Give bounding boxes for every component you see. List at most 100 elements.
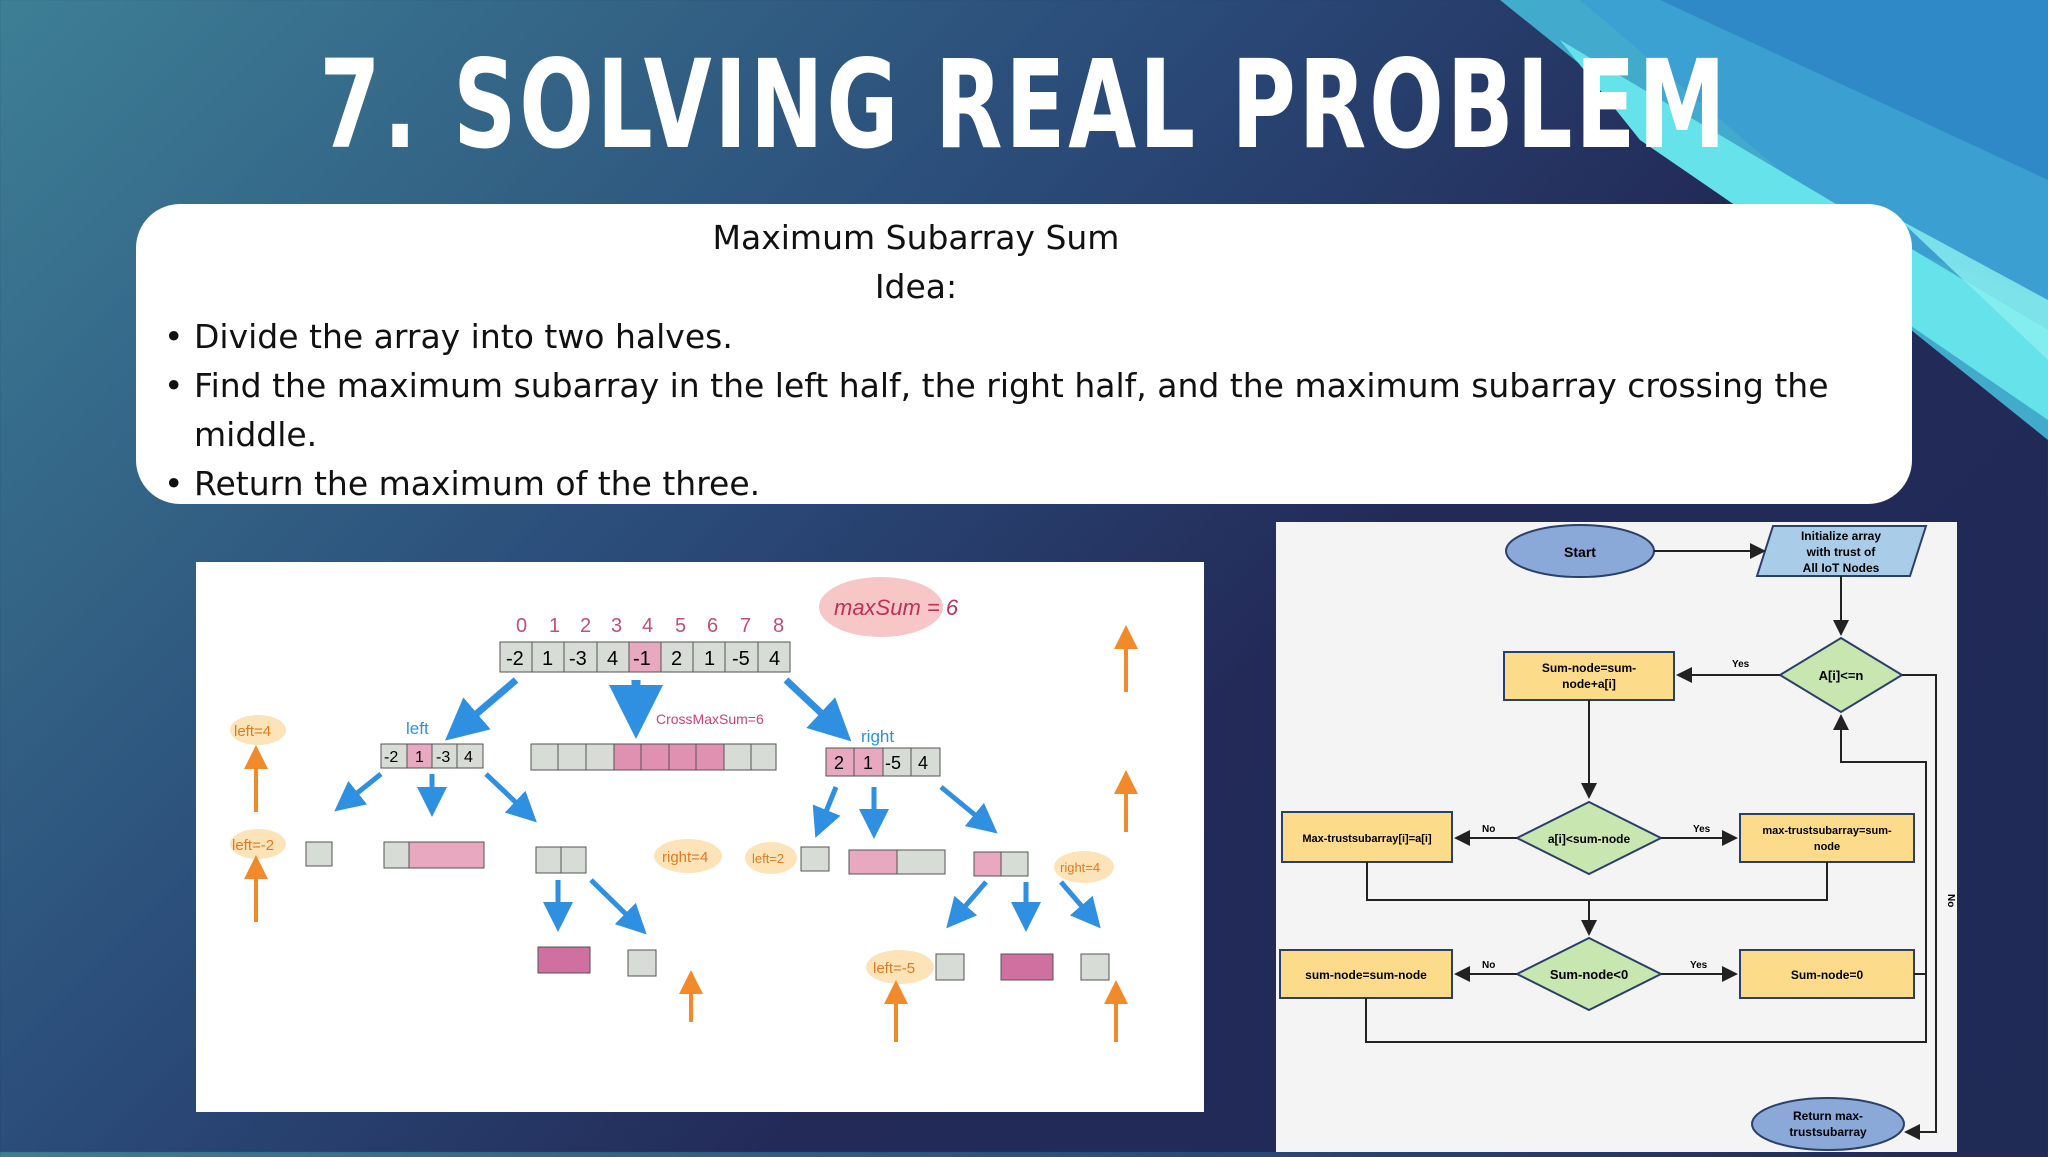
return-label: Return max-: [1793, 1109, 1863, 1123]
max-sum-bubble: [819, 577, 943, 637]
init-label: with trust of: [1806, 545, 1877, 559]
sum-update-node: [1503, 651, 1675, 701]
array-cell: -5: [885, 753, 901, 773]
bullet-text: Return the maximum of the three.: [194, 464, 761, 503]
card-heading: Maximum Subarray Sum: [712, 218, 1120, 257]
bullet-3: • Return the maximum of the three.: [164, 459, 1834, 508]
annotation-bubble: [1054, 851, 1114, 883]
bullet-1: • Divide the array into two halves.: [164, 312, 1834, 361]
max-sum-label: maxSum = 6: [834, 595, 959, 620]
bullet-dot: •: [164, 366, 184, 405]
no-label: No: [1482, 960, 1495, 971]
reset-left-node: [1279, 949, 1453, 999]
start-label: Start: [1564, 544, 1596, 560]
max-left-label: Max-trustsubarray[i]=a[i]: [1302, 833, 1432, 845]
bullet-dot: •: [164, 317, 184, 356]
connector: [1366, 862, 1828, 901]
compare-condition-label: a[i]<sum-node: [1548, 832, 1631, 846]
annotation-bubble: [654, 839, 722, 873]
annotation-right: right=4: [662, 849, 708, 866]
array-cell: -3: [569, 648, 587, 670]
reset-right-label: Sum-node=0: [1791, 968, 1864, 982]
sum-update-label: Sum-node=sum-: [1542, 661, 1636, 675]
yes-label: Yes: [1690, 960, 1708, 971]
init-label: All IoT Nodes: [1803, 561, 1880, 575]
index-label: 1: [549, 615, 560, 637]
negative-condition: [1514, 936, 1664, 1012]
annotation-bubble: [230, 829, 286, 859]
index-label: 3: [611, 615, 622, 637]
arrow-right: [783, 677, 852, 742]
bullet-text: Divide the array into two halves.: [194, 317, 733, 356]
array-cell: 4: [607, 648, 618, 670]
no-label: No: [1945, 894, 1956, 907]
array-cell: 2: [671, 648, 682, 670]
idea-card: Maximum Subarray Sum Idea: • Divide the …: [136, 204, 1912, 504]
array-cell: 1: [704, 648, 715, 670]
annotation-bubble: [745, 842, 797, 874]
max-right-label: node: [1814, 841, 1840, 853]
left-label: left: [406, 719, 429, 738]
slide-title: 7. SOLVING REAL PROBLEM: [319, 34, 1729, 176]
array-cell: 1: [542, 648, 553, 670]
index-label: 0: [516, 615, 527, 637]
reset-left-label: sum-node=sum-node: [1305, 968, 1427, 982]
array-cell: -5: [732, 648, 750, 670]
array-cell: -2: [506, 648, 524, 670]
max-right-node: [1739, 813, 1915, 863]
cross-max-label: CrossMaxSum=6: [656, 711, 764, 727]
yes-label: Yes: [1732, 659, 1750, 670]
negative-condition-label: Sum-node<0: [1550, 967, 1628, 982]
max-right-label: max-trustsubarray=sum-: [1762, 825, 1892, 837]
annotation-left: left=4: [234, 723, 271, 740]
compare-condition: [1514, 800, 1664, 876]
array-cell: 1: [863, 753, 873, 773]
annotation-right-b: right=4: [1060, 860, 1100, 875]
array-cell: 2: [834, 753, 844, 773]
annotation-left-neg5: left=-5: [873, 960, 915, 977]
array-cell: -2: [384, 749, 398, 766]
sum-update-label: node+a[i]: [1562, 677, 1616, 691]
annotation-left-neg: left=-2: [232, 837, 274, 854]
right-label: right: [861, 727, 894, 746]
index-label: 2: [580, 615, 591, 637]
index-label: 5: [675, 615, 686, 637]
return-label: trustsubarray: [1789, 1125, 1867, 1139]
yes-label: Yes: [1693, 824, 1711, 835]
return-node: [1751, 1097, 1905, 1151]
index-label: 7: [740, 615, 751, 637]
array-cell: -1: [633, 648, 651, 670]
bullet-text: Find the maximum subarray in the left ha…: [194, 366, 1829, 454]
array-cell: 1: [415, 749, 424, 766]
array-cell: 4: [464, 749, 473, 766]
connector: [1833, 714, 1927, 974]
lower-tree: [305, 625, 1138, 1042]
left-half-array: -2 1 -3 4: [380, 743, 484, 769]
init-node: [1755, 525, 1928, 577]
loop-condition: [1778, 636, 1904, 714]
index-label: 8: [773, 615, 784, 637]
index-label: 6: [707, 615, 718, 637]
array-cell: 4: [918, 753, 928, 773]
arrow-left: [445, 677, 519, 741]
no-label: No: [1482, 824, 1495, 835]
loop-condition-label: A[i]<=n: [1819, 668, 1864, 683]
divide-conquer-diagram: 0 1 2 3 4 5 6 7 8 -2 1 -3 4 -1: [196, 562, 1204, 1112]
index-row: 0 1 2 3 4 5 6 7 8: [516, 615, 784, 637]
flowchart-panel: Start Initialize array with trust of All…: [1276, 522, 1957, 1152]
max-left-node: [1281, 811, 1453, 863]
annotation-left-two: left=2: [752, 851, 784, 866]
annotation-bubble: [866, 950, 934, 984]
bullet-dot: •: [164, 464, 184, 503]
array-cell: 4: [769, 648, 780, 670]
middle-array: [530, 743, 777, 771]
card-subheading: Idea:: [874, 267, 958, 306]
connector: [1365, 973, 1927, 1043]
index-label: 4: [642, 615, 653, 637]
connector: [1902, 674, 1937, 1140]
main-array: -2 1 -3 4 -1 2 1 -5 4: [499, 641, 791, 673]
array-cell: -3: [436, 749, 450, 766]
bullet-2: • Find the maximum subarray in the left …: [164, 361, 1834, 459]
annotation-bubble: [230, 715, 286, 745]
init-label: Initialize array: [1801, 529, 1881, 543]
